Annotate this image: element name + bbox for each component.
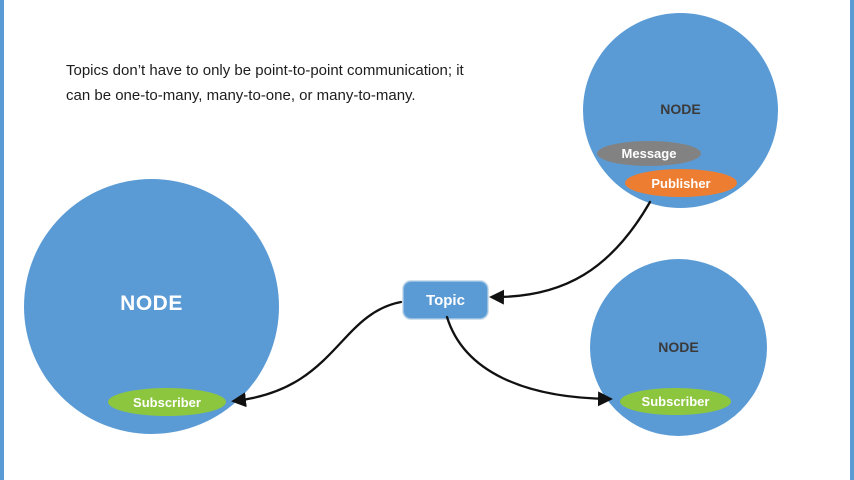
topic-box: Topic bbox=[403, 281, 488, 319]
bottom-right-node-circle: NODE Subscriber bbox=[590, 259, 767, 436]
message-badge: Message bbox=[597, 141, 701, 166]
caption-text: Topics don’t have to only be point-to-po… bbox=[66, 58, 464, 108]
right-edge-bar bbox=[850, 0, 854, 480]
bottom-right-subscriber-badge: Subscriber bbox=[620, 388, 731, 415]
caption-line-1: Topics don’t have to only be point-to-po… bbox=[66, 62, 464, 79]
publisher-badge: Publisher bbox=[625, 169, 737, 197]
left-edge-bar bbox=[0, 0, 4, 480]
bottom-right-node-label: NODE bbox=[658, 339, 699, 355]
arrow-topic-to-right-subscriber bbox=[445, 315, 613, 407]
top-right-node-circle: NODE Message Publisher bbox=[583, 13, 778, 208]
caption-line-2: can be one-to-many, many-to-one, or many… bbox=[66, 87, 416, 104]
topic-label: Topic bbox=[426, 291, 465, 309]
left-node-label: NODE bbox=[120, 292, 183, 315]
left-node-circle: NODE Subscriber bbox=[24, 179, 279, 434]
top-right-node-label: NODE bbox=[660, 101, 701, 117]
left-subscriber-badge: Subscriber bbox=[108, 388, 226, 416]
